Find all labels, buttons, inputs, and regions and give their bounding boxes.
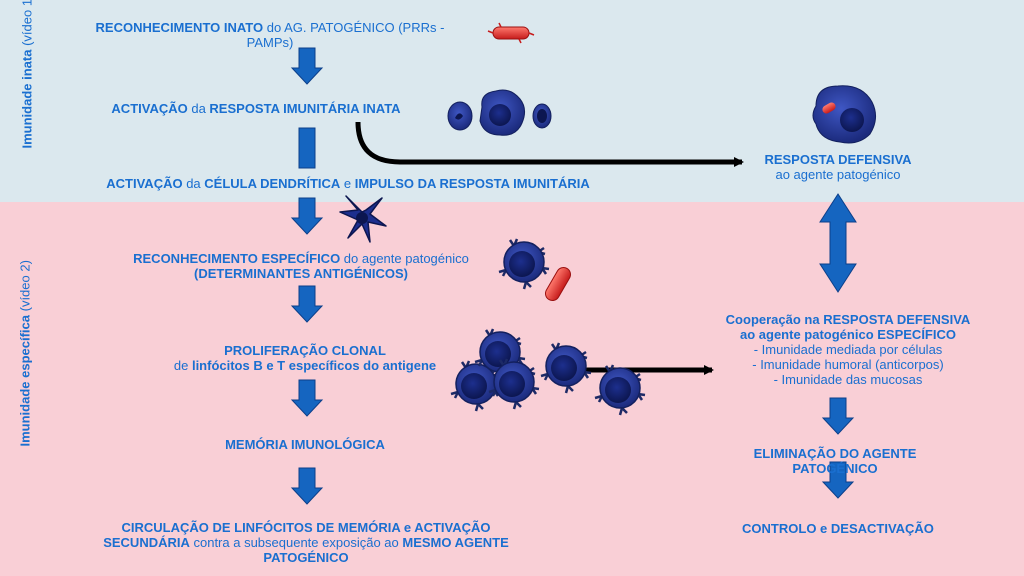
- control-deactivation: CONTROLO e DESACTIVAÇÃO: [742, 521, 934, 536]
- lymphocyte-icon: [497, 237, 551, 291]
- step-innate-activation: ACTIVAÇÃO da RESPOSTA IMUNITÁRIA INATA: [111, 101, 401, 116]
- phagocyte-icon: [812, 85, 876, 144]
- monocyte-icon: [532, 103, 552, 129]
- bacterium-icon: [487, 22, 535, 44]
- step-specific-recognition: RECONHECIMENTO ESPECÍFICO do agente pato…: [133, 251, 469, 281]
- flow-arrow-1: [291, 47, 323, 85]
- flow-arrow-5: [291, 379, 323, 417]
- right-arrow-1: [822, 397, 854, 435]
- clone-lymphocyte-4: [539, 341, 593, 395]
- dendritic-cell-icon: [339, 195, 387, 243]
- flow-arrow-2: [298, 127, 316, 169]
- step-dendritic-activation: ACTIVAÇÃO da CÉLULA DENDRÍTICA e IMPULSO…: [106, 176, 590, 191]
- black-arrow-to-defense: [355, 121, 744, 167]
- macrophage-icon: [479, 89, 526, 136]
- flow-arrow-4: [291, 285, 323, 323]
- neutrophil-icon: [447, 101, 473, 131]
- step-immunological-memory: MEMÓRIA IMUNOLÓGICA: [225, 437, 385, 452]
- flow-arrow-3: [291, 197, 323, 235]
- step-memory-circulation: CIRCULAÇÃO DE LINFÓCITOS DE MEMÓRIA e AC…: [103, 520, 509, 565]
- bacterium-icon-2: [545, 266, 571, 302]
- double-arrow-icon: [819, 193, 857, 293]
- flow-arrow-6: [291, 467, 323, 505]
- step-innate-recognition: RECONHECIMENTO INATO do AG. PATOGÉNICO (…: [95, 20, 445, 50]
